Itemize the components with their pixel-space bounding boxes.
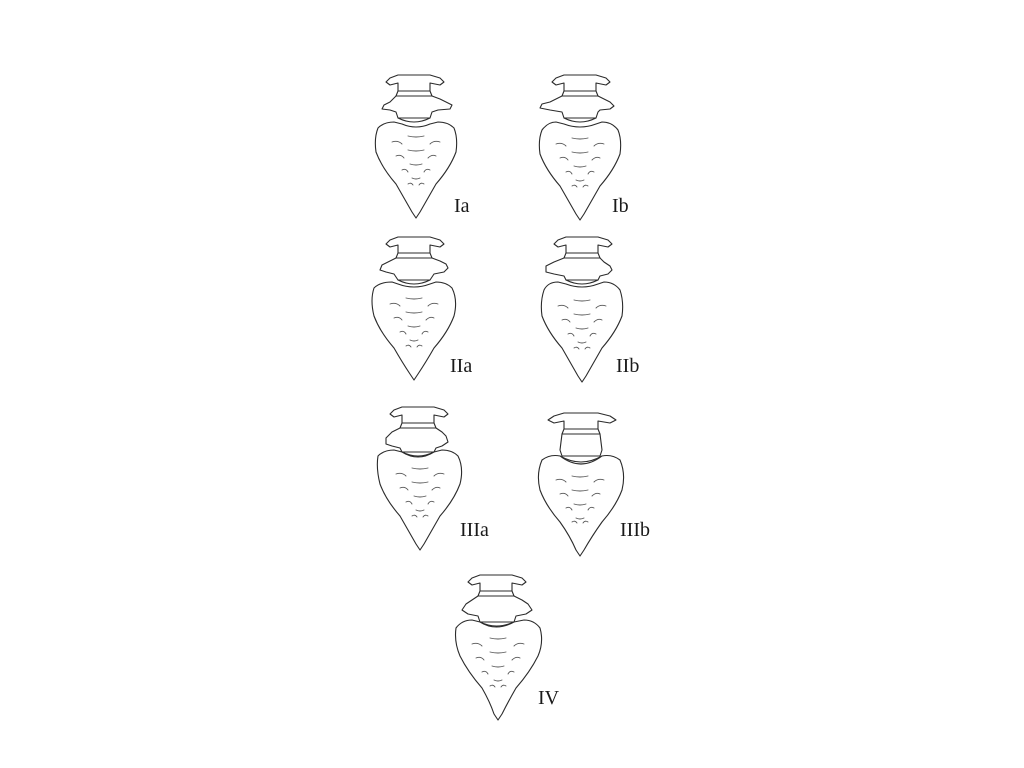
lumbosacral-illustration-iiib — [537, 412, 625, 557]
panel-label: Ia — [454, 195, 470, 217]
lumbosacral-illustration-iib — [540, 236, 624, 383]
lumbosacral-illustration-ib — [538, 74, 622, 221]
panel-label: IIb — [616, 355, 640, 377]
panel-iib: IIb — [532, 234, 692, 394]
panel-label: Ib — [612, 195, 629, 217]
lumbosacral-illustration-iv — [454, 574, 543, 721]
panel-iv: IV — [450, 572, 610, 732]
panel-ia: Ia — [368, 72, 528, 232]
panel-label: IV — [538, 687, 560, 709]
lumbosacral-illustration-iiia — [376, 406, 463, 551]
panel-label: IIIa — [460, 519, 489, 541]
lumbosacral-illustration-iia — [371, 236, 457, 381]
panel-ib: Ib — [530, 72, 690, 232]
panel-iia: IIa — [366, 234, 526, 394]
panel-label: IIIb — [620, 519, 650, 541]
panel-iiib: IIIb — [534, 410, 694, 570]
lumbosacral-illustration-ia — [374, 74, 458, 219]
panel-label: IIa — [450, 355, 473, 377]
panel-iiia: IIIa — [372, 404, 532, 564]
